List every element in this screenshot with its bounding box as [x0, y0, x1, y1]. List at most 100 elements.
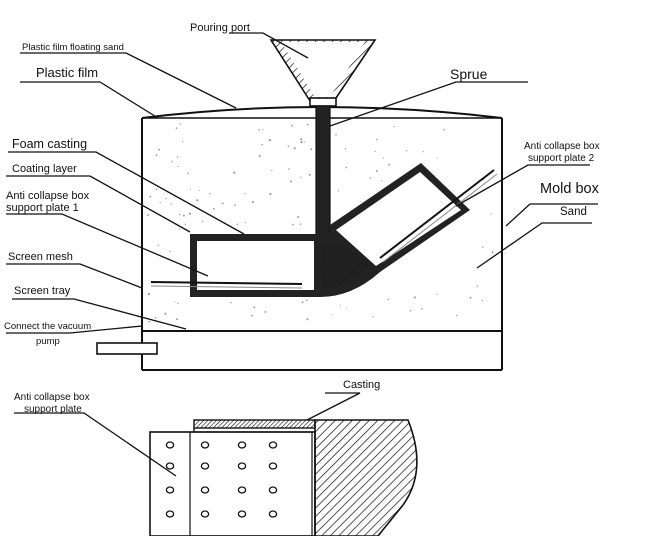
- sand-dot: [310, 148, 313, 151]
- sand-dot: [155, 154, 158, 157]
- vacuum-pump-pipe: [96, 342, 158, 355]
- sand-dot: [159, 201, 161, 204]
- sprue: [315, 105, 331, 242]
- sand-dot: [177, 302, 179, 305]
- junction-hatch: [322, 245, 370, 288]
- sand-dot: [170, 203, 172, 205]
- sand-dot: [369, 177, 372, 179]
- sand-dot: [443, 128, 446, 131]
- sand-dot: [188, 212, 192, 215]
- plate-hole: [268, 510, 278, 518]
- sand-dot: [345, 166, 348, 169]
- sand-dot: [209, 192, 211, 195]
- sand-dot: [381, 180, 383, 182]
- sand-dot: [455, 314, 458, 317]
- sand-dot: [345, 308, 347, 310]
- sand-dot: [176, 318, 179, 321]
- sand-dot: [287, 145, 290, 147]
- foam-casting-horizontal: [190, 234, 316, 297]
- label-plastic-film-floating-sand: Plastic film floating sand: [22, 42, 124, 53]
- sand-dot: [155, 188, 158, 191]
- sand-dot: [482, 246, 484, 248]
- sand-dot: [490, 213, 492, 215]
- casting-top-strip: [193, 419, 316, 429]
- foam-casting-angled: [336, 172, 461, 266]
- sand-dot: [376, 138, 378, 141]
- sand-dot: [469, 296, 472, 299]
- label-pouring-port: Pouring port: [190, 22, 250, 34]
- sand-dot: [233, 171, 236, 174]
- plate-hole: [165, 510, 175, 518]
- sand-dot: [236, 223, 239, 226]
- sand-dot: [198, 189, 200, 192]
- sand-dot: [177, 165, 179, 168]
- sand-dot: [436, 293, 438, 295]
- plate-hole: [165, 462, 175, 470]
- plate-hole: [200, 462, 210, 470]
- sand-dot: [291, 124, 294, 127]
- sand-dot: [187, 172, 189, 175]
- leader-lines: [6, 32, 598, 477]
- sand-dot: [387, 298, 390, 300]
- sand-dot: [165, 197, 167, 200]
- label-sand: Sand: [560, 206, 587, 218]
- plate-hole: [237, 486, 247, 494]
- sand-dot: [299, 223, 302, 225]
- sand-dot: [253, 306, 256, 309]
- sand-dot: [221, 202, 224, 205]
- sand-dot: [436, 157, 438, 159]
- support-plate-holes: [165, 441, 278, 518]
- sand-dot: [476, 285, 478, 287]
- sand-dot: [175, 127, 178, 130]
- label-support-plate-line2: support plate: [24, 404, 82, 415]
- sand-dot: [304, 141, 306, 143]
- sand-dot: [251, 200, 254, 204]
- sand-dot: [181, 141, 184, 143]
- sand-dot: [340, 305, 342, 307]
- sand-dot: [179, 123, 182, 125]
- sand-dot: [244, 222, 246, 224]
- label-casting: Casting: [343, 379, 380, 391]
- plate-hole: [268, 486, 278, 494]
- support-plate-panel: [149, 431, 316, 536]
- plate-hole: [268, 441, 278, 449]
- sand-dot: [481, 300, 483, 302]
- label-support-plate-2-line1: Anti collapse box: [524, 141, 600, 152]
- label-plastic-film: Plastic film: [36, 65, 98, 80]
- support-plate-1: [150, 281, 303, 285]
- label-sprue: Sprue: [450, 66, 488, 82]
- support-plate-2: [379, 169, 495, 259]
- plate-hole: [200, 486, 210, 494]
- sand-dot: [422, 151, 424, 153]
- sand-dot: [388, 163, 391, 166]
- sand-dot: [258, 129, 261, 131]
- plate-hole: [165, 441, 175, 449]
- sand-dot: [413, 296, 416, 299]
- sand-dot: [305, 299, 308, 302]
- sand-dot: [174, 301, 176, 303]
- sand-dot: [164, 312, 167, 315]
- label-support-plate-1-line1: Anti collapse box: [6, 190, 90, 202]
- sand-dot: [335, 133, 337, 136]
- sand-dot: [331, 313, 333, 316]
- sand-dot: [251, 314, 253, 317]
- mold-box: [141, 106, 503, 371]
- label-vacuum-pump-line1: Connect the vacuum: [4, 321, 91, 332]
- sand-dot: [290, 180, 292, 183]
- sand-dot: [421, 307, 423, 310]
- sand-dot: [288, 168, 290, 170]
- label-foam-casting: Foam casting: [12, 137, 87, 151]
- sand-dot: [169, 250, 171, 253]
- sand-dot: [359, 201, 361, 203]
- sand-dot: [230, 301, 232, 304]
- sand-dot: [184, 223, 187, 226]
- sand-dot: [344, 148, 347, 150]
- label-support-plate-line1: Anti collapse box: [14, 392, 90, 403]
- label-mold-box: Mold box: [540, 181, 600, 197]
- sand-dot: [372, 316, 374, 318]
- labels: Pouring port Plastic film floating sand …: [4, 22, 600, 415]
- sand-dot: [382, 157, 385, 159]
- sand-dot: [337, 190, 339, 192]
- sand-dot: [189, 189, 192, 191]
- sand-dot: [157, 244, 160, 247]
